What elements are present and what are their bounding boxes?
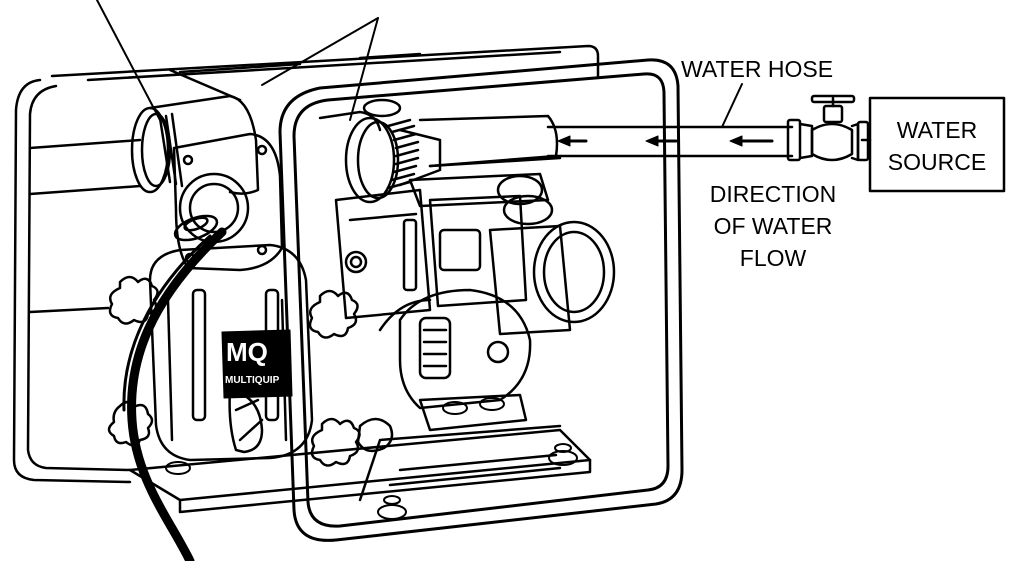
- logo-mark: MQ: [226, 337, 268, 367]
- flow-arrows: [557, 135, 774, 147]
- suction-port: [318, 98, 442, 204]
- multiquip-logo: [221, 329, 293, 399]
- direction-label-line1: DIRECTION: [710, 181, 837, 207]
- water-source-label-line1: WATER: [897, 117, 978, 143]
- frame-front: [278, 58, 684, 542]
- black-hose: [122, 227, 227, 561]
- mounting-bolts: [165, 397, 578, 520]
- direction-label-line3: FLOW: [740, 245, 807, 271]
- inlet-body: [408, 114, 562, 208]
- logo-name: MULTIQUIP: [225, 375, 280, 386]
- water-hose-label: WATER HOSE: [681, 56, 833, 82]
- callout-leaders: [96, 0, 379, 121]
- base-skid: [128, 393, 592, 514]
- discharge-port: [130, 94, 260, 195]
- frame-back: [12, 44, 600, 484]
- hose-leader: [721, 83, 743, 128]
- water-source-label-line2: SOURCE: [888, 149, 986, 175]
- gate-valve: [786, 94, 870, 162]
- water-source-box: [860, 96, 1006, 193]
- direction-label-line2: OF WATER: [714, 213, 833, 239]
- water-hose: [546, 125, 794, 158]
- engine: [334, 174, 616, 453]
